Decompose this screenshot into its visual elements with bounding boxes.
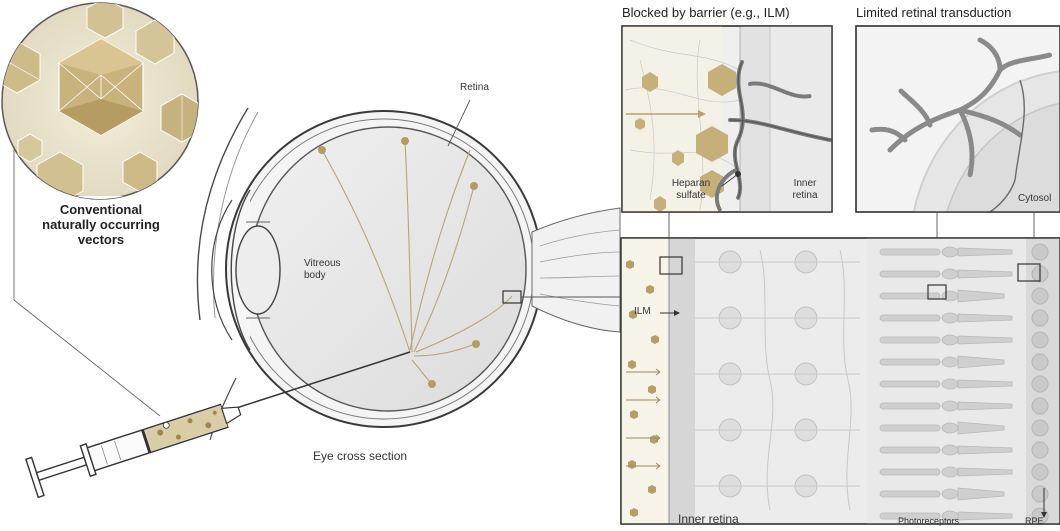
vitreous-label: Vitreous body — [304, 258, 341, 281]
eye-caption: Eye cross section — [313, 450, 407, 464]
vitreous-line-2: body — [304, 270, 341, 282]
retina-layer — [250, 127, 526, 411]
eye-cross-section — [197, 100, 622, 440]
ilm-layer — [669, 238, 695, 524]
vector-callout-title: Conventional naturally occurring vectors — [36, 203, 166, 248]
optic-nerve — [532, 208, 620, 332]
vector-title-line-1: Conventional — [36, 203, 166, 218]
retina-label: Retina — [460, 82, 489, 94]
callout-leader-line — [14, 300, 160, 416]
cytosol-label: Cytosol — [1018, 193, 1051, 205]
lens — [236, 226, 280, 314]
vector-title-line-3: vectors — [36, 233, 166, 248]
transduction-panel-title: Limited retinal transduction — [856, 6, 1011, 21]
vector-title-line-2: naturally occurring — [36, 218, 166, 233]
panel-inner-retina-line-1: Inner — [784, 178, 826, 190]
heparan-label: Heparan sulfate — [660, 178, 722, 201]
inner-retina-label: Inner retina — [678, 513, 739, 527]
rpe-label: RPE — [1025, 516, 1044, 526]
panel-inner-retina-line-2: retina — [784, 190, 826, 202]
vitreous-line-1: Vitreous — [304, 258, 341, 270]
heparan-line-1: Heparan — [660, 178, 722, 190]
syringe — [26, 392, 246, 497]
photoreceptors-label: Photoreceptors — [898, 516, 959, 526]
panel-inner-retina-label: Inner retina — [784, 178, 826, 201]
retina-section — [621, 238, 1060, 524]
ilm-label: ILM — [634, 306, 651, 318]
heparan-line-2: sulfate — [660, 190, 722, 202]
barrier-panel-title: Blocked by barrier (e.g., ILM) — [622, 6, 790, 21]
